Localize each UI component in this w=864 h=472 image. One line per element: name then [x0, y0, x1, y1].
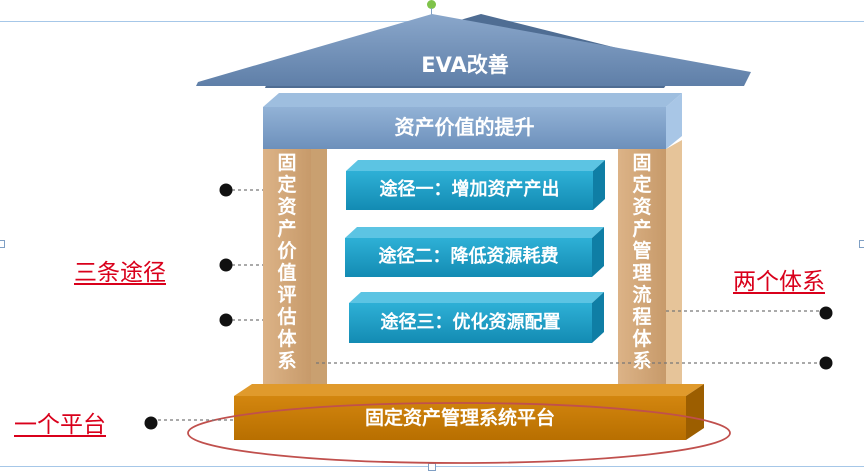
path-box-2-front [345, 238, 592, 277]
three-paths-label: 三条途径 [74, 260, 166, 286]
rotate-handle-stem [431, 8, 432, 18]
two-systems-label: 两个体系 [733, 269, 825, 295]
right-pillar-label: 固定资产管理流程体系 [618, 152, 666, 372]
left-pillar-front [263, 149, 311, 395]
path-box-3-side [592, 292, 604, 343]
resize-handle-left[interactable] [0, 240, 5, 248]
left-pillar-label: 固定资产价值评估体系 [263, 152, 311, 372]
left-pillar-side [311, 149, 327, 395]
one-platform-label: 一个平台 [14, 412, 106, 438]
beam-top [263, 93, 682, 107]
path-box-3-top [349, 292, 604, 303]
beam-front [263, 107, 666, 149]
path-box-1-side [593, 160, 605, 210]
left-pillar-text: 固定资产价值评估体系 [277, 152, 297, 372]
roof-title: EVA改善 [421, 53, 509, 77]
connector-dot-6 [144, 416, 158, 430]
rotate-handle[interactable] [427, 0, 436, 9]
connector-dot-3 [219, 313, 233, 327]
base-top [234, 384, 704, 396]
right-pillar-side [666, 140, 682, 395]
path-box-1-front [346, 171, 593, 210]
beam-title: 资产价值的提升 [394, 115, 535, 139]
path-box-2-side [592, 227, 604, 277]
platform-highlight-ellipse [187, 402, 731, 464]
connector-dot-5 [819, 356, 833, 370]
base-side [686, 384, 704, 440]
right-pillar-front [618, 149, 666, 395]
resize-handle-right[interactable] [859, 240, 864, 248]
path-box-2-top [345, 227, 604, 238]
right-pillar-text: 固定资产管理流程体系 [632, 152, 652, 372]
path-box-3-front [349, 303, 592, 343]
path-label-2: 途径二：降低资源耗费 [378, 246, 559, 267]
connector-dot-4 [819, 306, 833, 320]
base-title: 固定资产管理系统平台 [364, 407, 555, 429]
roof-front [196, 14, 751, 86]
path-box-1-top [346, 160, 605, 171]
path-label-3: 途径三：优化资源配置 [380, 312, 561, 333]
connector-dot-1 [219, 183, 233, 197]
connector-dot-2 [219, 258, 233, 272]
beam-side [666, 93, 682, 149]
path-label-1: 途径一：增加资产产出 [379, 179, 560, 200]
